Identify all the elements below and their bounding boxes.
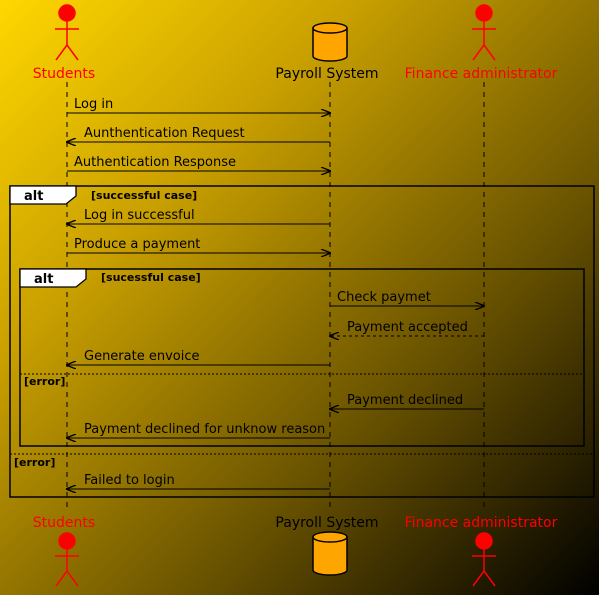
- database-icon-payroll-system-top: [312, 22, 348, 62]
- message-label: Check paymet: [337, 290, 431, 305]
- participant-label-students-top: Students: [33, 66, 95, 82]
- participant-label-payroll-system-bottom: Payroll System: [275, 515, 378, 531]
- alt-fragment-inner-guard: [sucessful case]: [101, 271, 201, 284]
- actor-icon-students-top: [55, 4, 79, 61]
- participant-label-students-bottom: Students: [33, 515, 95, 531]
- database-icon-payroll-system-bottom: [312, 531, 348, 576]
- message-label: Failed to login: [84, 473, 175, 488]
- alt-fragment-inner-keyword: alt: [34, 272, 53, 287]
- message-label: Aunthentication Request: [84, 126, 245, 141]
- alt-fragment-outer-tab: [9, 185, 77, 205]
- message-label: Log in successful: [84, 208, 195, 223]
- alt-fragment-outer-guard: [successful case]: [91, 189, 197, 202]
- actor-icon-students-bottom: [55, 532, 79, 587]
- message-label: Generate envoice: [84, 349, 200, 364]
- alt-fragment-inner-else-guard: [error]: [24, 375, 65, 388]
- alt-fragment-outer-else-guard: [error]: [14, 456, 55, 469]
- actor-icon-finance-administrator-top: [472, 4, 496, 61]
- participant-label-finance-administrator-bottom: Finance administrator: [405, 515, 558, 531]
- message-label: Payment declined for unknow reason: [84, 422, 325, 437]
- alt-fragment-outer: [9, 185, 595, 498]
- message-label: Produce a payment: [74, 237, 200, 252]
- message-label: Payment accepted: [347, 320, 468, 335]
- alt-fragment-outer-keyword: alt: [24, 189, 43, 204]
- message-label: Payment declined: [347, 393, 463, 408]
- alt-fragment-inner: [19, 268, 585, 447]
- participant-label-payroll-system-top: Payroll System: [275, 66, 378, 82]
- message-label: Log in: [74, 97, 113, 112]
- message-label: Authentication Response: [74, 155, 236, 170]
- participant-label-finance-administrator-top: Finance administrator: [405, 66, 558, 82]
- actor-icon-finance-administrator-bottom: [472, 532, 496, 587]
- alt-fragment-inner-tab: [19, 268, 87, 288]
